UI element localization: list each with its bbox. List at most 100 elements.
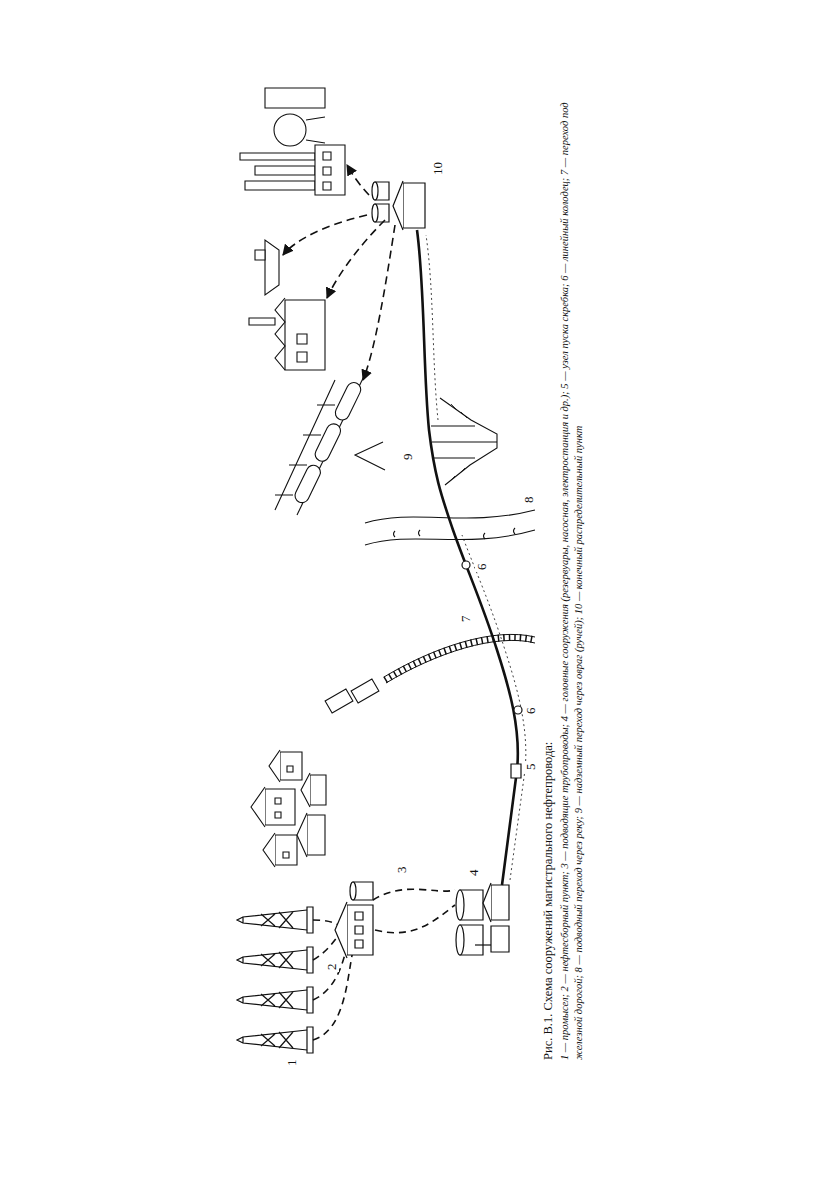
loading-trestle — [275, 380, 335, 510]
sphere-tank — [274, 114, 306, 146]
tank-top — [372, 204, 378, 222]
slope-hatch — [449, 404, 467, 482]
dashed-route — [327, 220, 385, 298]
plant-building — [285, 300, 325, 370]
hill — [355, 442, 385, 470]
river — [365, 510, 535, 545]
dashed-route — [363, 225, 395, 380]
callout-number: 9 — [401, 452, 415, 463]
column — [245, 181, 315, 190]
ravine-crossing — [355, 398, 497, 485]
hull — [265, 240, 279, 295]
rail-car — [325, 689, 353, 713]
callout-number: 6 — [524, 706, 538, 717]
refinery — [240, 88, 345, 195]
callout-number: 10 — [431, 160, 445, 177]
tank-train — [275, 370, 367, 515]
rail-car — [351, 679, 379, 703]
building — [347, 905, 373, 955]
callout-number: 4 — [467, 868, 481, 879]
rail-ties — [385, 637, 535, 680]
collection-point — [335, 882, 373, 958]
oil-field — [237, 907, 313, 1053]
town — [251, 750, 326, 867]
callout-number: 8 — [522, 495, 536, 506]
derrick — [237, 907, 313, 933]
derrick-base — [307, 947, 313, 973]
line-well — [514, 706, 522, 714]
house — [310, 775, 326, 805]
tanker-ship — [255, 240, 279, 295]
window — [297, 352, 307, 362]
chimney — [475, 944, 491, 945]
derrick-frame — [237, 910, 307, 930]
windows — [275, 766, 293, 858]
head-structures — [456, 883, 509, 955]
tank-car — [293, 463, 323, 505]
roof — [263, 833, 275, 867]
tank-top — [456, 890, 464, 920]
roof — [269, 750, 280, 782]
rail — [384, 634, 535, 677]
pipeline — [417, 230, 518, 885]
callout-number: 7 — [459, 614, 473, 625]
tank-car — [313, 422, 343, 464]
rail — [386, 640, 535, 683]
building — [403, 183, 425, 228]
dashed-pipe — [313, 932, 341, 960]
rotated-figure: Рис. В.1. Схема сооружений магистральног… — [235, 80, 620, 1070]
dashed-route — [347, 165, 369, 195]
saw-roof — [275, 298, 285, 370]
dashed-pipe — [313, 920, 339, 925]
terminal — [372, 181, 425, 230]
roof — [335, 902, 347, 958]
gathering-lines — [313, 889, 455, 1040]
window — [297, 334, 307, 344]
main-pipeline — [417, 230, 526, 885]
roof — [297, 813, 307, 857]
derrick — [237, 987, 313, 1013]
column — [240, 153, 315, 160]
dashed-pipe — [373, 889, 455, 900]
ripples — [394, 528, 516, 539]
callout-number: 6 — [475, 562, 489, 573]
dashed-pipe — [313, 950, 353, 1040]
tank-top — [350, 882, 356, 900]
house — [307, 815, 325, 855]
roof — [251, 787, 265, 827]
pipeline-structures — [462, 561, 522, 778]
column — [255, 166, 315, 175]
river-bank — [365, 530, 535, 545]
line-well — [462, 561, 470, 569]
callout-number: 2 — [325, 962, 339, 973]
scraper-launcher — [511, 764, 521, 778]
power-station — [491, 926, 509, 952]
tank-car — [333, 380, 363, 422]
chimney — [249, 318, 275, 325]
window — [355, 940, 363, 948]
figure-caption: Рис. В.1. Схема сооружений магистральног… — [541, 90, 556, 1060]
callout-number: 3 — [395, 865, 409, 876]
derrick-frame — [237, 1030, 307, 1050]
derrick-frame — [237, 990, 307, 1010]
dashed-route — [283, 215, 367, 255]
house — [265, 789, 295, 825]
bridge — [255, 250, 265, 260]
supports — [431, 426, 497, 458]
dashed-pipe — [375, 905, 455, 933]
roof — [301, 773, 310, 807]
derrick-base — [307, 907, 313, 933]
distribution-routes — [283, 165, 395, 380]
railway — [325, 634, 535, 713]
derrick-base — [307, 987, 313, 1013]
building — [315, 145, 345, 195]
derrick — [237, 947, 313, 973]
callout-number: 5 — [524, 762, 538, 773]
dashed-pipe — [313, 945, 347, 1000]
tank-cars — [293, 380, 363, 505]
window — [355, 926, 363, 934]
roof — [483, 883, 491, 922]
ground-line — [462, 535, 526, 880]
roof — [393, 181, 403, 230]
window — [355, 912, 363, 920]
